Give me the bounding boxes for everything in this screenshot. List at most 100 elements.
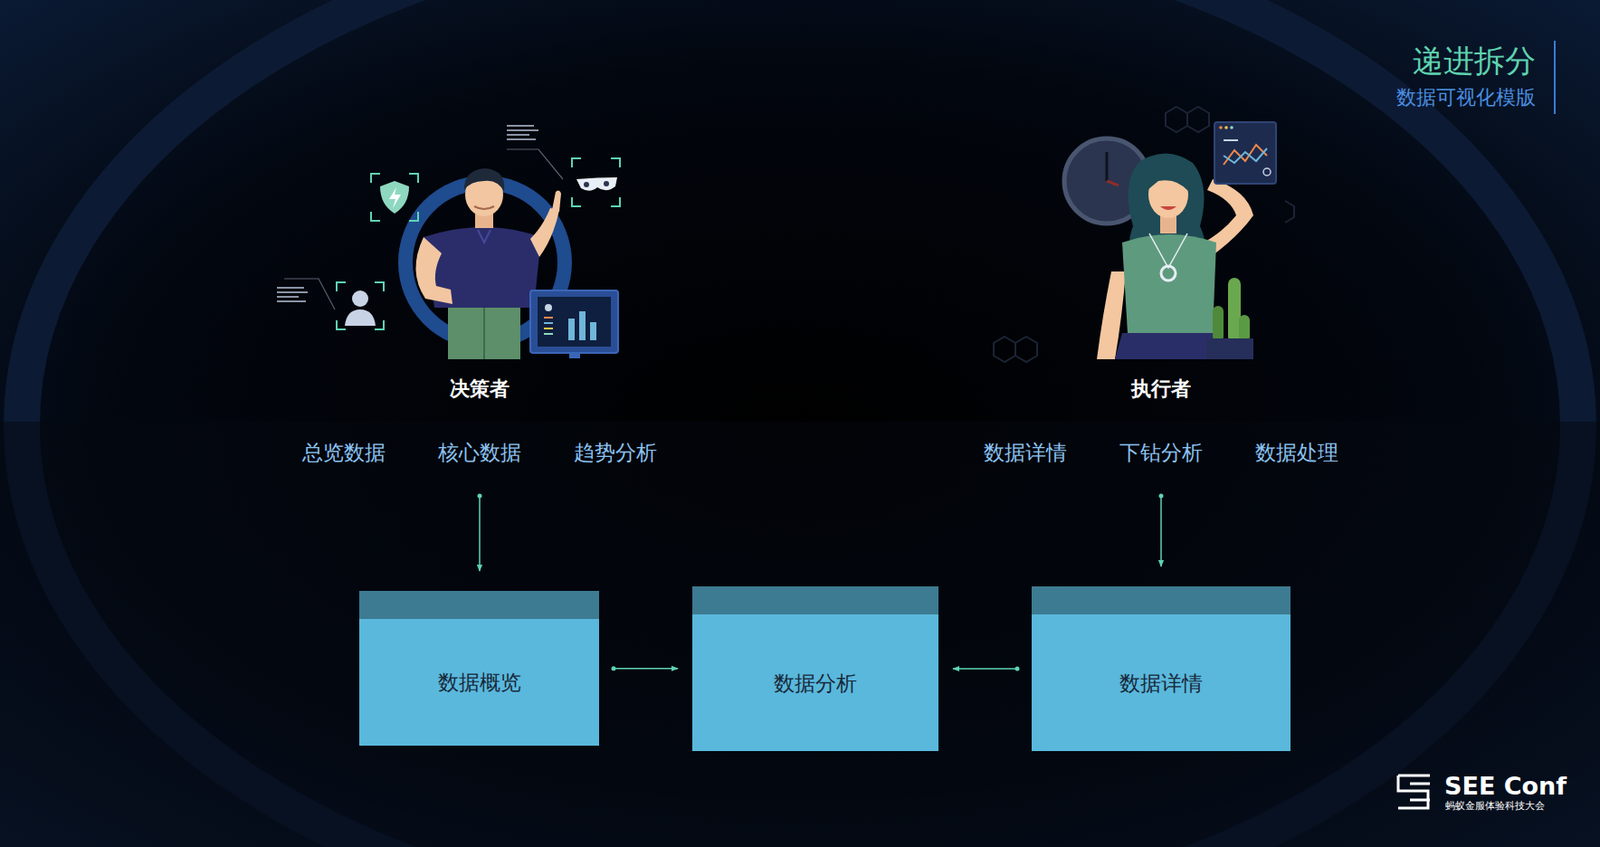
title-rule [1553, 40, 1556, 115]
decision-maker-figure [344, 309, 376, 326]
connector [952, 666, 1020, 672]
role-caption: 执行者 [952, 374, 1370, 404]
executor-figure [1106, 180, 1119, 186]
decision-maker-figure [336, 282, 384, 330]
connector [1159, 494, 1164, 568]
executor-figure [1165, 106, 1188, 133]
decision-maker-figure [284, 278, 335, 310]
keyword: 数据详情 [983, 438, 1067, 467]
decision-maker-figure [477, 229, 491, 243]
decision-maker-figure [543, 333, 553, 335]
role-group: 执行者数据详情下钻分析数据处理 [952, 374, 1370, 493]
decision-maker-figure [483, 307, 486, 360]
decision-maker-figure [506, 138, 536, 141]
decision-maker-figure [389, 187, 401, 209]
keyword: 数据处理 [1255, 438, 1339, 467]
decision-maker-figure [415, 237, 453, 305]
box-label: 数据分析 [773, 669, 858, 697]
decision-maker-figure [530, 290, 619, 353]
role-caption: 决策者 [271, 374, 688, 404]
decision-maker-figure [276, 125, 620, 360]
logo-tagline: 蚂蚁金服体验科技大会 [1445, 800, 1545, 812]
executor-figure [1238, 314, 1250, 343]
decision-maker-figure [552, 190, 562, 212]
connector-dot [611, 666, 617, 671]
ground-band [0, 421, 1600, 847]
see-conf-logo [1398, 775, 1430, 809]
decision-maker-figure [506, 149, 563, 180]
executor-figure [993, 106, 1295, 362]
executor-figure [1149, 233, 1188, 268]
executor-figure [1206, 338, 1254, 360]
executor-figure [1161, 266, 1176, 281]
executor-figure [1263, 168, 1271, 176]
connector-line [1160, 495, 1162, 567]
keyword-row: 总览数据核心数据趋势分析 [271, 438, 688, 467]
decision-maker-figure [276, 291, 308, 294]
decision-maker-figure [579, 311, 586, 341]
executor-figure [1212, 305, 1224, 343]
connector [611, 666, 679, 671]
executor-figure [1223, 144, 1267, 165]
role-group: 决策者总览数据核心数据趋势分析 [271, 374, 688, 493]
decision-maker-figure [474, 206, 495, 210]
executor-figure [993, 336, 1016, 362]
keyword: 趋势分析 [573, 438, 658, 467]
executor-figure [1122, 234, 1217, 334]
decision-maker-figure [543, 322, 553, 324]
see-conf-logo [1398, 775, 1430, 809]
executor-figure [1223, 148, 1267, 163]
executor-figure [1187, 106, 1210, 133]
keyword: 总览数据 [302, 438, 386, 467]
decision-maker-figure [276, 295, 299, 298]
decision-maker-figure [276, 300, 306, 303]
executor-figure [1160, 206, 1177, 210]
decision-maker-figure [590, 322, 597, 341]
executor-figure [1285, 200, 1295, 223]
decision-maker-figure [537, 296, 611, 347]
decision-maker-figure [371, 173, 419, 221]
executor-figure [1219, 125, 1223, 130]
executor-figure [1229, 125, 1234, 130]
decision-maker-figure [352, 290, 369, 307]
page-title: 递进拆分 [1412, 41, 1536, 80]
executor-figure [1015, 336, 1038, 362]
executor-figure [1228, 277, 1241, 343]
connector-line [613, 667, 678, 670]
connector-line [478, 495, 481, 572]
connector-dot [1159, 494, 1164, 499]
decision-maker-figure [571, 158, 620, 207]
decision-maker-figure [603, 180, 610, 187]
decision-maker-figure [506, 129, 539, 132]
executor-figure [1147, 168, 1190, 192]
executor-figure [1214, 122, 1277, 184]
box-label: 数据详情 [1119, 669, 1203, 697]
connector-line [952, 667, 1018, 670]
decision-maker-figure [276, 286, 305, 289]
decision-maker-figure [380, 180, 410, 214]
process-box: 数据分析 [692, 586, 939, 752]
decision-maker-figure [576, 177, 618, 191]
decision-maker-figure [583, 181, 590, 188]
decision-maker-figure [543, 316, 553, 319]
decision-maker-figure [568, 318, 575, 341]
logo-wordmark: SEE Conf [1444, 771, 1567, 802]
box-label: 数据概览 [438, 668, 522, 696]
connector-dot [1015, 666, 1020, 672]
decision-maker-figure [530, 208, 560, 258]
executor-figure [1105, 152, 1109, 181]
decision-maker-figure [569, 352, 581, 359]
connector-dot [477, 494, 483, 499]
process-box: 数据详情 [1031, 586, 1291, 752]
keyword-row: 数据详情下钻分析数据处理 [952, 438, 1370, 467]
decision-maker-figure [544, 304, 553, 312]
decision-maker-figure [543, 327, 553, 330]
executor-figure [1223, 139, 1239, 142]
process-box: 数据概览 [359, 590, 600, 746]
decision-maker-figure [447, 298, 521, 360]
decision-maker-figure [464, 168, 505, 192]
executor-figure [1224, 125, 1229, 130]
decision-maker-figure [506, 133, 530, 136]
